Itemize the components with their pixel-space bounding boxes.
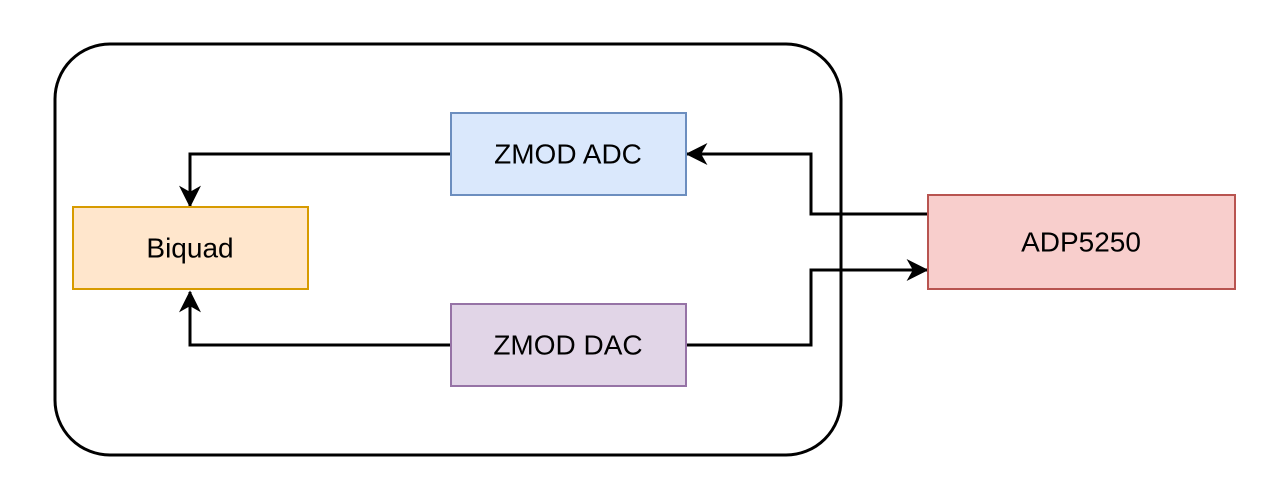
node-adp5250-box [927,194,1236,290]
edge-adp5250-to-zmod-adc [685,143,928,216]
edge-zmod-adc-to-biquad [179,152,450,208]
node-biquad-box [72,206,309,290]
node-biquad-label: Biquad [146,233,233,264]
node-zmod-dac: ZMOD DAC [450,303,687,387]
edge-zmod-dac-to-adp5250 [687,259,929,347]
node-zmod-dac-box [450,303,687,387]
node-adp5250-label: ADP5250 [1021,227,1141,258]
node-zmod-adc: ZMOD ADC [450,112,687,196]
node-adp5250: ADP5250 [927,194,1236,290]
fpga-container [53,42,843,457]
node-biquad: Biquad [72,206,309,290]
edge-zmod-dac-to-biquad [179,290,450,347]
node-zmod-dac-label: ZMOD DAC [493,330,642,361]
node-zmod-adc-box [450,112,687,196]
node-zmod-adc-label: ZMOD ADC [494,139,642,170]
